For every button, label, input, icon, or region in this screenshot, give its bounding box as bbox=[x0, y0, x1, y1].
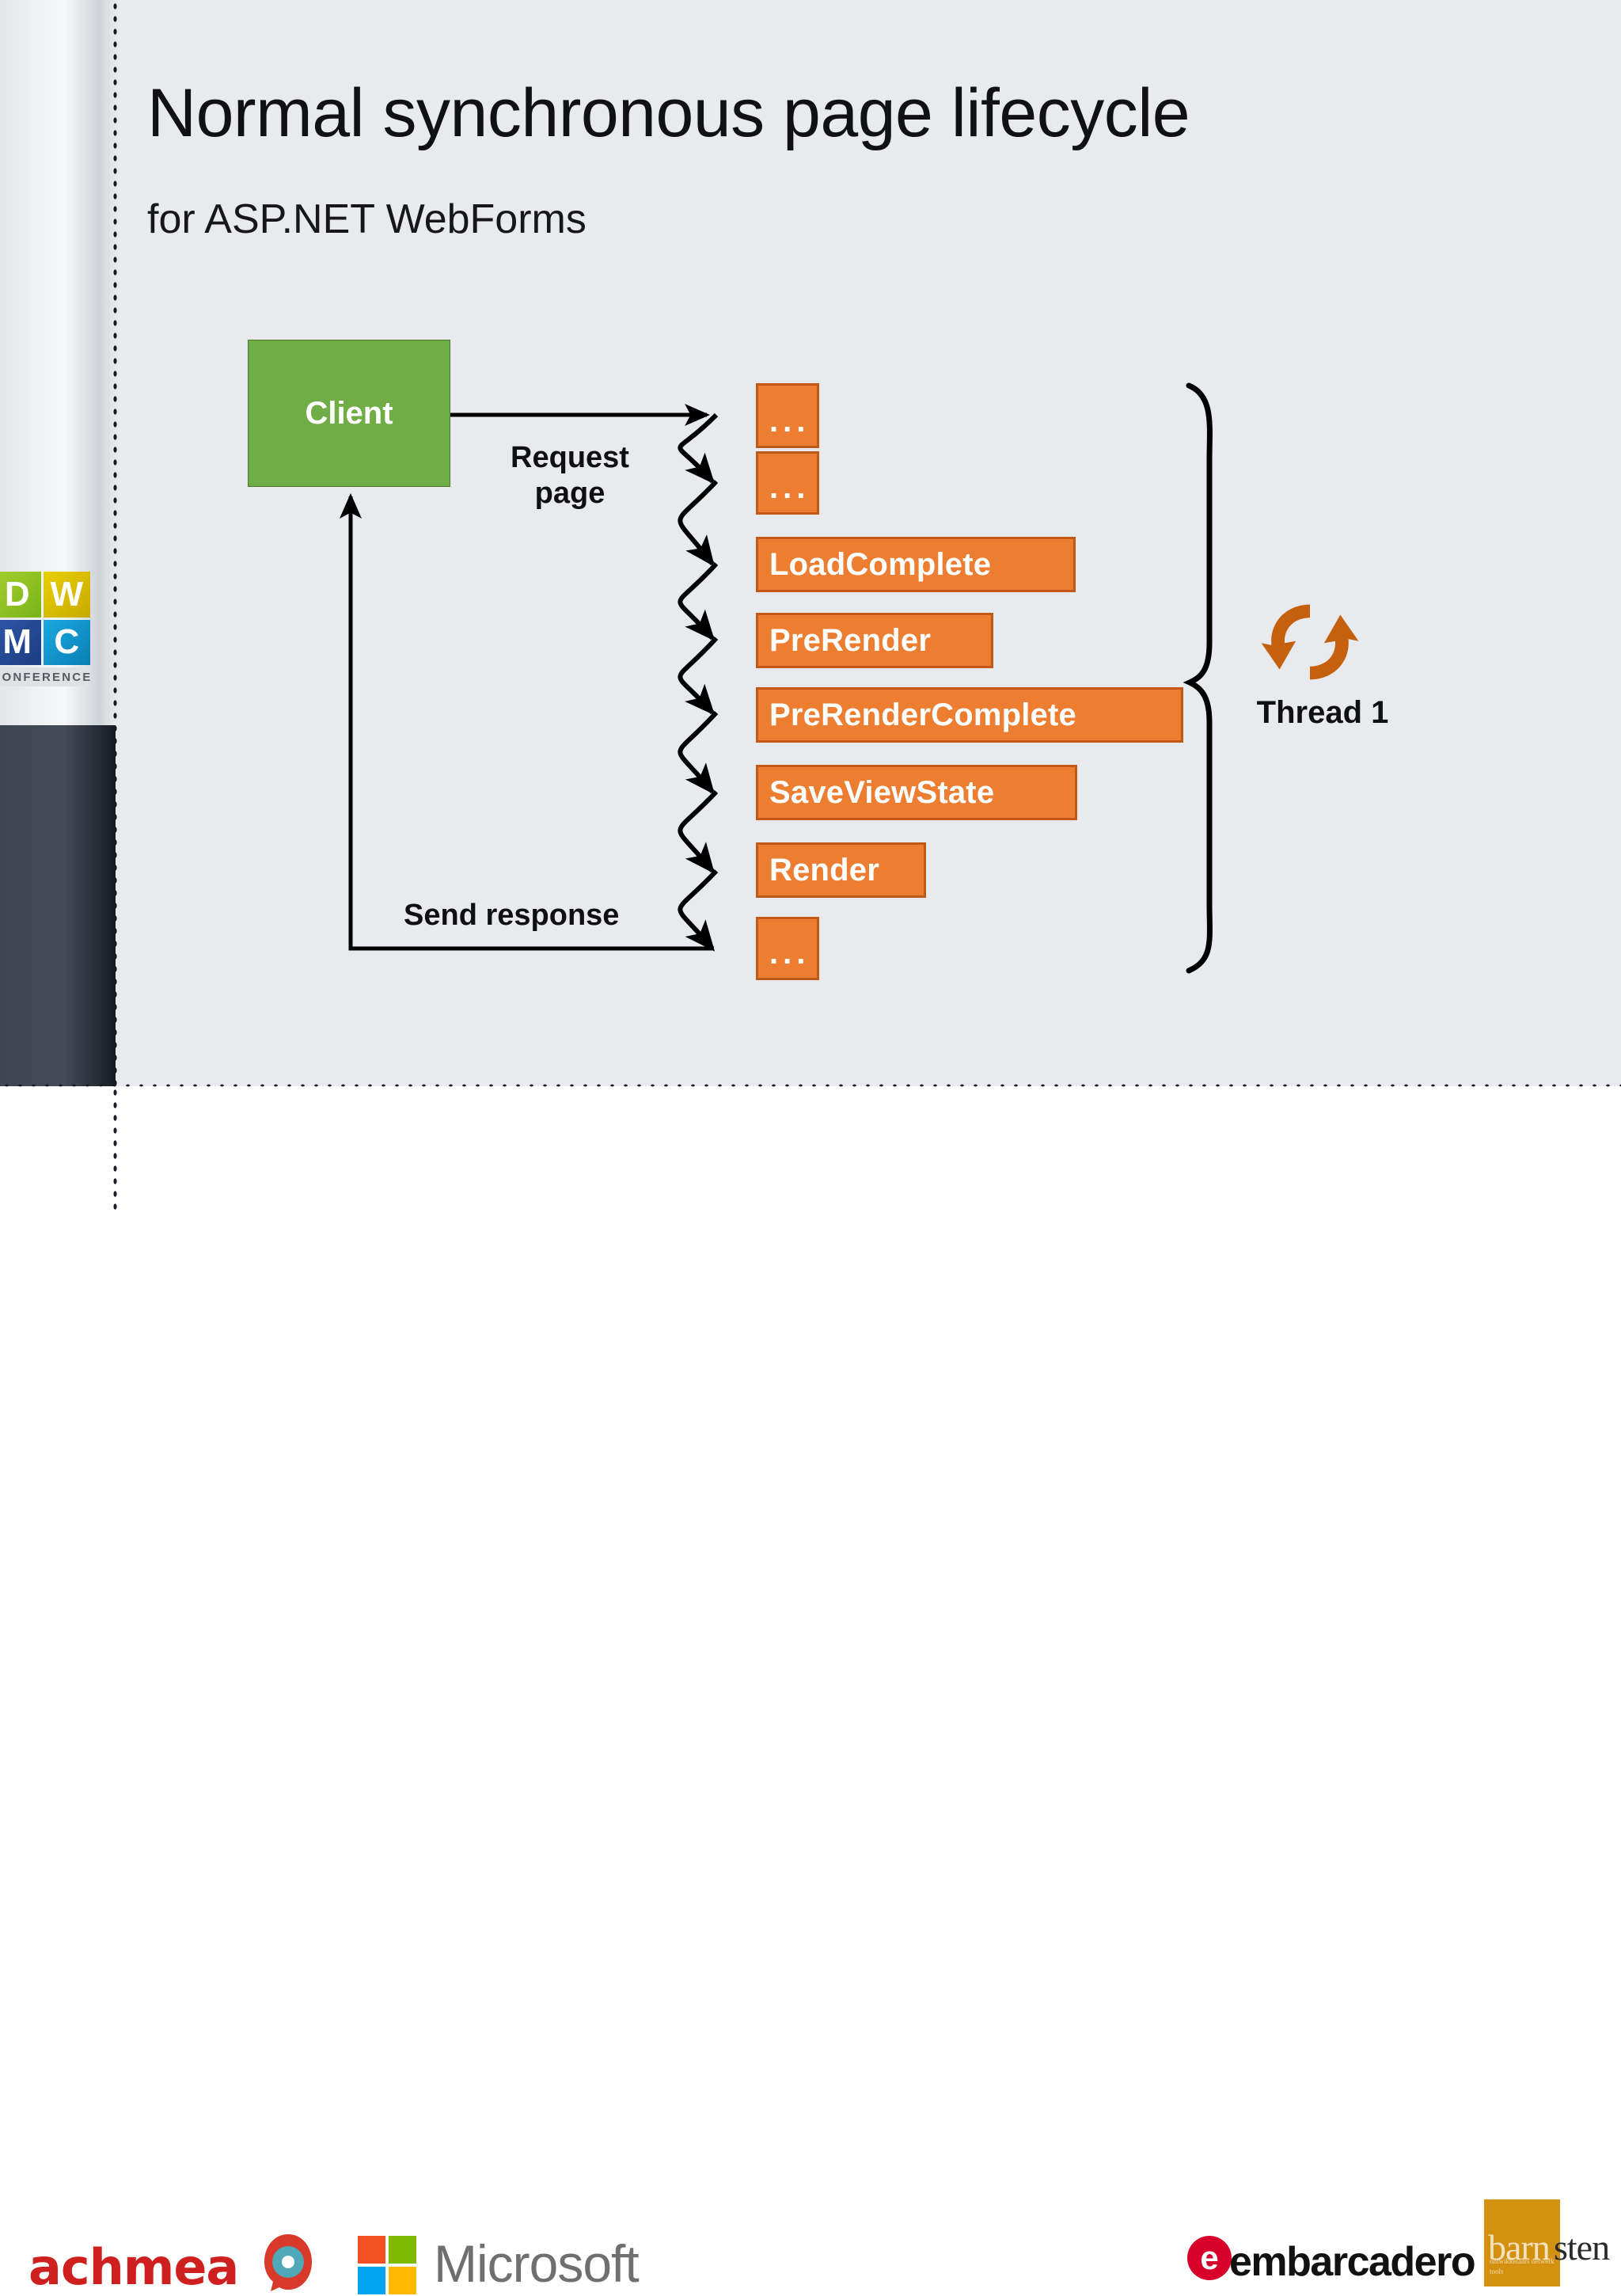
lifecycle-step-3-label: PreRender bbox=[769, 622, 932, 658]
achmea-logo-text: achmea bbox=[28, 2238, 239, 2296]
lifecycle-step-saveviewstate: SaveViewState bbox=[756, 765, 1077, 820]
lifecycle-step-2-label: LoadComplete bbox=[769, 546, 992, 582]
sponsor-footer: achmea Microsoft e embarcadero barn sten… bbox=[0, 1086, 1621, 2296]
lifecycle-step-prerender: PreRender bbox=[756, 613, 993, 668]
dwmc-conference-logo: D W M C CONFERENCE bbox=[0, 572, 95, 698]
lifecycle-step-prerendercomplete: PreRenderComplete bbox=[756, 687, 1183, 743]
footer-vertical-dotted-divider bbox=[112, 1086, 119, 1216]
page-subtitle: for ASP.NET WebForms bbox=[147, 196, 587, 242]
lifecycle-step-4-label: PreRenderComplete bbox=[769, 697, 1076, 732]
dwmc-letter-c: C bbox=[43, 619, 90, 665]
dwmc-conference-caption: CONFERENCE bbox=[0, 667, 90, 686]
embarcadero-logo-text: embarcadero bbox=[1229, 2239, 1476, 2285]
client-box: Client bbox=[248, 340, 450, 487]
lifecycle-step-0: ... bbox=[756, 383, 819, 448]
dwmc-letter-grid: D W M C bbox=[0, 572, 90, 665]
microsoft-square-red bbox=[358, 2236, 385, 2264]
lifecycle-step-5-label: SaveViewState bbox=[769, 774, 995, 810]
lifecycle-chain-curves bbox=[678, 412, 719, 952]
achmea-mark-icon bbox=[264, 2234, 312, 2291]
microsoft-square-green bbox=[389, 2236, 416, 2264]
microsoft-logo-text: Microsoft bbox=[434, 2234, 640, 2293]
thread-grouping-brace bbox=[1183, 382, 1213, 974]
lifecycle-step-0-label: ... bbox=[769, 404, 810, 439]
request-page-label-line1: Request bbox=[511, 441, 629, 474]
request-page-label-line2: page bbox=[534, 476, 606, 510]
request-page-label: Request page bbox=[475, 440, 665, 511]
client-box-label: Client bbox=[305, 395, 393, 431]
lifecycle-step-1-label: ... bbox=[769, 470, 810, 505]
dwmc-letter-w: W bbox=[43, 572, 90, 618]
slide-canvas: D W M C CONFERENCE Normal synchronous pa… bbox=[0, 0, 1621, 1086]
barnsten-tagline: ontwikkelaars netwerk tools bbox=[1490, 2257, 1555, 2276]
horizontal-dotted-divider bbox=[0, 1081, 1621, 1089]
dwmc-letter-m: M bbox=[0, 619, 41, 665]
dwmc-letter-d: D bbox=[0, 572, 41, 618]
sync-arrows-icon bbox=[1261, 604, 1359, 680]
send-response-label: Send response bbox=[404, 899, 620, 932]
lifecycle-step-7: ... bbox=[756, 917, 819, 980]
left-dark-panel bbox=[0, 725, 116, 1086]
embarcadero-e-icon: e bbox=[1187, 2236, 1232, 2280]
lifecycle-step-7-label: ... bbox=[769, 936, 810, 971]
vertical-dotted-divider bbox=[112, 0, 119, 1086]
thread-label: Thread 1 bbox=[1256, 695, 1389, 730]
lifecycle-step-loadcomplete: LoadComplete bbox=[756, 537, 1076, 592]
microsoft-logo-squares bbox=[358, 2236, 416, 2294]
send-response-arrow bbox=[340, 492, 712, 951]
lifecycle-step-6-label: Render bbox=[769, 852, 880, 888]
microsoft-square-yellow bbox=[389, 2267, 416, 2294]
lifecycle-step-1: ... bbox=[756, 451, 819, 515]
page-title: Normal synchronous page lifecycle bbox=[147, 75, 1190, 151]
microsoft-square-blue bbox=[358, 2267, 385, 2294]
lifecycle-step-render: Render bbox=[756, 842, 926, 898]
barnsten-logo-text-right: sten bbox=[1554, 2227, 1610, 2267]
